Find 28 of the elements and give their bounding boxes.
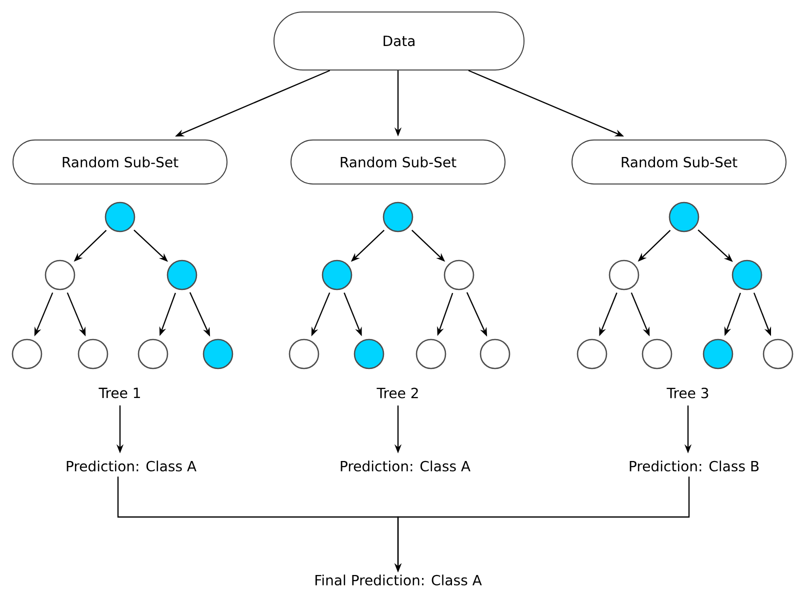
tree-node-circle — [104, 202, 136, 232]
tree-node-circle — [608, 260, 640, 290]
tree-node-circle — [354, 338, 384, 370]
node-label: Tree 2 — [376, 388, 418, 398]
tree-node-circle — [732, 260, 762, 290]
tree-node-circle — [702, 338, 734, 370]
tree-node-circle — [202, 338, 234, 370]
node-label: Final Prediction: Class A — [316, 574, 482, 586]
tree-node-circle — [288, 338, 320, 370]
tree-node-circle — [12, 338, 42, 370]
tree-node-circle — [642, 338, 672, 370]
tree-node-circle — [576, 338, 608, 370]
tree-node-circle — [668, 202, 700, 232]
tree-node-circle — [78, 338, 108, 370]
node-label: Tree 1 — [98, 388, 140, 398]
node-label: Tree 3 — [666, 388, 708, 398]
tree-node-circle — [322, 260, 352, 290]
node-label: Prediction: Class A — [66, 460, 196, 472]
tree-node-circle — [382, 202, 414, 232]
node-label: Prediction: Class B — [630, 460, 759, 472]
tree-node-circle — [480, 338, 510, 370]
tree-node-circle — [138, 338, 168, 370]
tree-node-circle — [166, 260, 198, 290]
tree-node-circle — [444, 260, 474, 290]
tree-node-circle — [416, 338, 446, 370]
tree-node-circle — [44, 260, 76, 290]
node-label: Prediction: Class A — [340, 460, 470, 472]
tree-node-circle — [762, 338, 794, 370]
